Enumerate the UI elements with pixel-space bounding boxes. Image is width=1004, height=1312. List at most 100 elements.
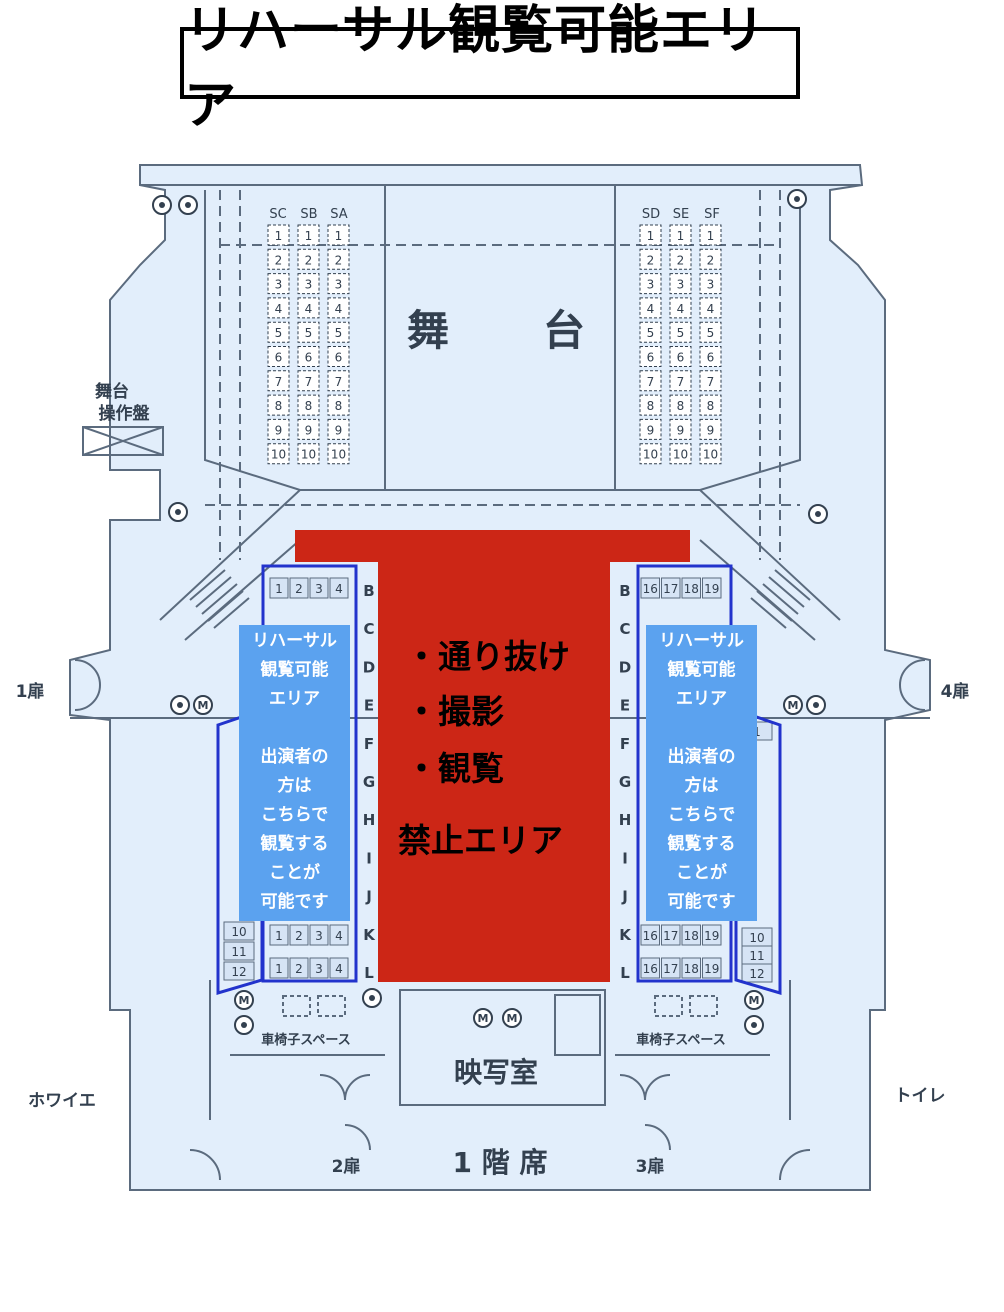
stage-side-seats-right: SD SE SF: [642, 207, 720, 222]
control-panel-label-1: 舞台: [95, 381, 129, 402]
svg-text:M: M: [198, 699, 209, 712]
seat: 4: [329, 577, 349, 599]
svg-text:10: 10: [301, 448, 316, 462]
svg-text:10: 10: [331, 448, 346, 462]
stage-seat: 6: [327, 346, 350, 367]
svg-text:3: 3: [707, 278, 715, 292]
stage-seat: 2: [297, 248, 320, 270]
seat: 3: [309, 924, 329, 946]
exit-icon: [168, 502, 188, 522]
svg-text:6: 6: [677, 351, 685, 365]
exit-icon: [234, 1015, 254, 1035]
stage-seat: 7: [297, 370, 320, 392]
column-label-sb: SB: [300, 207, 317, 222]
viewing-area-callout-right: リハーサル 観覧可能 エリア 出演者の 方は こちらで 観覧する ことが 可能で…: [646, 625, 757, 921]
svg-text:7: 7: [335, 375, 343, 389]
exit-icon: [362, 988, 382, 1008]
svg-text:4: 4: [335, 302, 343, 316]
stage-seat: 5: [669, 321, 692, 343]
stage-seat: 10: [639, 443, 662, 465]
seat: 17: [661, 924, 681, 946]
svg-text:1: 1: [275, 582, 283, 596]
svg-text:10: 10: [749, 931, 764, 945]
door-1-label: 1扉: [16, 681, 45, 702]
svg-text:2: 2: [677, 253, 685, 267]
callout-line: 可能です: [260, 892, 329, 912]
stage-seat: 1: [669, 224, 692, 246]
stage-seat: 8: [699, 394, 722, 416]
stage-seat: 5: [699, 321, 722, 343]
row-letter-left: G: [363, 773, 375, 791]
projection-room-label: 映写室: [454, 1056, 538, 1089]
svg-text:17: 17: [663, 962, 678, 976]
svg-text:8: 8: [275, 399, 283, 413]
row-letter-left: B: [363, 582, 374, 600]
stage-seat: 9: [699, 418, 722, 440]
side-seat: 10: [223, 921, 255, 941]
svg-text:6: 6: [647, 351, 655, 365]
svg-text:4: 4: [335, 929, 343, 943]
seat: 4: [329, 924, 349, 946]
svg-text:2: 2: [275, 253, 283, 267]
stage-seat: 2: [639, 248, 662, 270]
row-letter-left: D: [363, 658, 375, 676]
svg-text:2: 2: [707, 253, 715, 267]
svg-text:17: 17: [663, 582, 678, 596]
svg-text:3: 3: [275, 278, 283, 292]
svg-text:10: 10: [271, 448, 286, 462]
svg-text:1: 1: [275, 229, 283, 243]
svg-text:12: 12: [231, 965, 246, 979]
seat: 19: [702, 577, 722, 599]
exit-icon: [787, 189, 807, 209]
stage-seat: 9: [327, 418, 350, 440]
metro-icon: M: [502, 1008, 522, 1028]
callout-line: こちらで: [667, 805, 736, 825]
stage-seat: 8: [267, 394, 290, 416]
svg-text:1: 1: [677, 229, 685, 243]
svg-text:9: 9: [335, 423, 343, 437]
svg-text:11: 11: [231, 945, 246, 959]
stage-seat: 2: [327, 248, 350, 270]
metro-icon: M: [234, 990, 254, 1010]
row-letter-right: B: [619, 582, 630, 600]
stage-seat: 4: [699, 297, 722, 319]
seat: 1: [269, 577, 289, 599]
exit-icon: [170, 695, 190, 715]
row-letter-right: D: [619, 658, 631, 676]
seat: 2: [289, 924, 309, 946]
row-letter-left: C: [363, 620, 374, 638]
svg-text:M: M: [749, 994, 760, 1007]
stage-seat: 10: [699, 443, 722, 465]
svg-text:M: M: [478, 1012, 489, 1025]
stage-seat: 9: [297, 418, 320, 440]
callout-gap: [646, 714, 757, 743]
svg-text:8: 8: [707, 399, 715, 413]
svg-text:5: 5: [647, 326, 655, 340]
side-seat: 12: [223, 961, 255, 981]
seat: 1: [269, 957, 289, 979]
exit-icon: [744, 1015, 764, 1035]
row-letter-right: L: [620, 964, 630, 982]
svg-text:5: 5: [707, 326, 715, 340]
svg-text:9: 9: [677, 423, 685, 437]
stage-seat: 6: [297, 346, 320, 367]
seat: 18: [681, 577, 701, 599]
svg-text:5: 5: [305, 326, 313, 340]
seat: 18: [681, 957, 701, 979]
seat: 16: [640, 924, 660, 946]
seat: 19: [702, 924, 722, 946]
title-box: リハーサル観覧可能エリア: [180, 1, 800, 136]
exit-icon: [178, 195, 198, 215]
stage-seat: 8: [669, 394, 692, 416]
row-letter-right: H: [619, 811, 632, 829]
metro-icon: M: [744, 990, 764, 1010]
svg-text:10: 10: [643, 448, 658, 462]
svg-text:5: 5: [677, 326, 685, 340]
svg-text:M: M: [788, 699, 799, 712]
svg-text:6: 6: [707, 351, 715, 365]
svg-text:19: 19: [704, 929, 719, 943]
svg-text:1: 1: [335, 229, 343, 243]
row-letter-right: J: [621, 888, 628, 906]
stage-seat: 2: [699, 248, 722, 270]
